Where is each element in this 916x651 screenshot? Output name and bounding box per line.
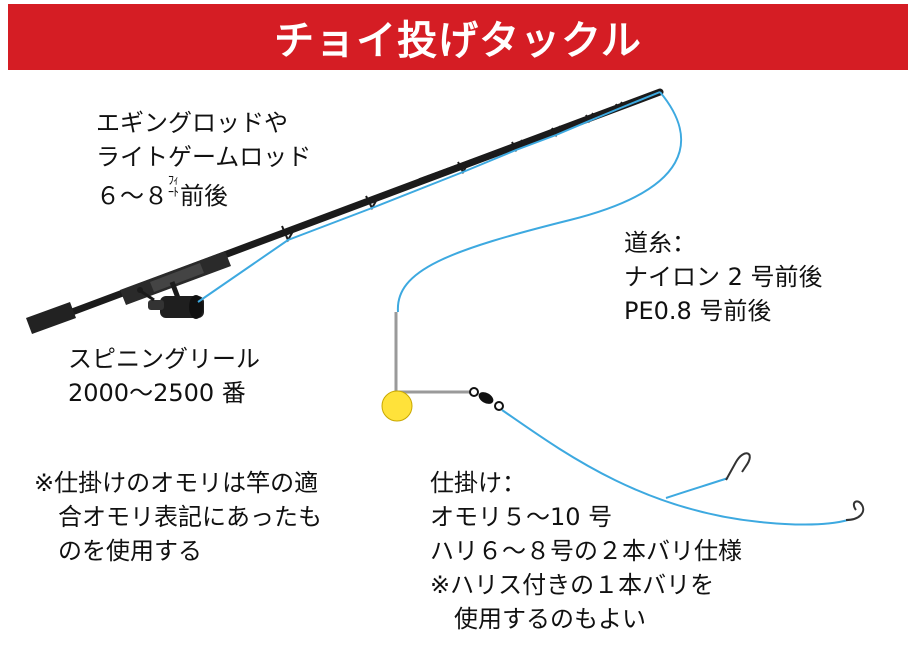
note-label-line3: のを使用する — [58, 537, 202, 565]
rig-label-line5: 使用するのもよい — [454, 605, 646, 633]
rod-label-line3: ６～８ﾌｨｰﾄ前後 — [96, 174, 311, 213]
rod-label: エギングロッドや ライトゲームロッド ６～８ﾌｨｰﾄ前後 — [96, 106, 311, 213]
rod-tip — [418, 90, 662, 182]
reel-label-line2: 2000～2500 番 — [68, 379, 246, 407]
page-title: チョイ投げタックル — [274, 18, 642, 64]
leader-line — [501, 409, 849, 526]
reel-label-line1: スピニングリール — [68, 345, 260, 373]
spinning-reel — [137, 281, 204, 319]
title-banner: チョイ投げタックル — [8, 4, 908, 70]
rig-label: 仕掛け： オモリ５～10 号 ハリ６～８号の２本バリ仕様 ※ハリス付きの１本バリ… — [430, 466, 742, 636]
rod-length: ６～８ — [96, 182, 168, 210]
hook-lower — [845, 500, 865, 521]
mainline-label-line1: 道糸： — [624, 229, 696, 257]
note-label: ※仕掛けのオモリは竿の適 合オモリ表記にあったも のを使用する — [34, 466, 322, 568]
mainline-label-line3: PE0.8 号前後 — [624, 297, 772, 325]
rod-grip — [26, 302, 76, 334]
rig-label-line3: ハリ６～８号の２本バリ仕様 — [430, 537, 742, 565]
mainline-label: 道糸： ナイロン 2 号前後 PE0.8 号前後 — [624, 226, 823, 328]
rod-label-line1: エギングロッドや — [96, 109, 288, 137]
main-line-on-rod — [197, 91, 661, 303]
note-label-line1: ※仕掛けのオモリは竿の適 — [34, 469, 319, 497]
main-line — [396, 91, 683, 313]
hook-upper — [725, 452, 751, 481]
rod-length-suffix: 前後 — [180, 182, 228, 210]
sinker — [381, 390, 413, 422]
feet-unit: ﾌｨｰﾄ — [168, 173, 179, 199]
reel-seat — [150, 263, 204, 292]
swivel — [469, 387, 504, 411]
rig-label-line4: ※ハリス付きの１本バリを — [430, 571, 715, 599]
rod-label-line2: ライトゲームロッド — [96, 143, 312, 171]
rig-arm — [394, 312, 470, 394]
note-label-line2: 合オモリ表記にあったも — [58, 503, 322, 531]
rig-label-line2: オモリ５～10 号 — [430, 503, 613, 531]
mainline-label-line2: ナイロン 2 号前後 — [624, 263, 823, 291]
reel-label: スピニングリール 2000～2500 番 — [68, 342, 260, 410]
branch-line — [665, 477, 729, 499]
rig-label-line1: 仕掛け： — [430, 469, 526, 497]
